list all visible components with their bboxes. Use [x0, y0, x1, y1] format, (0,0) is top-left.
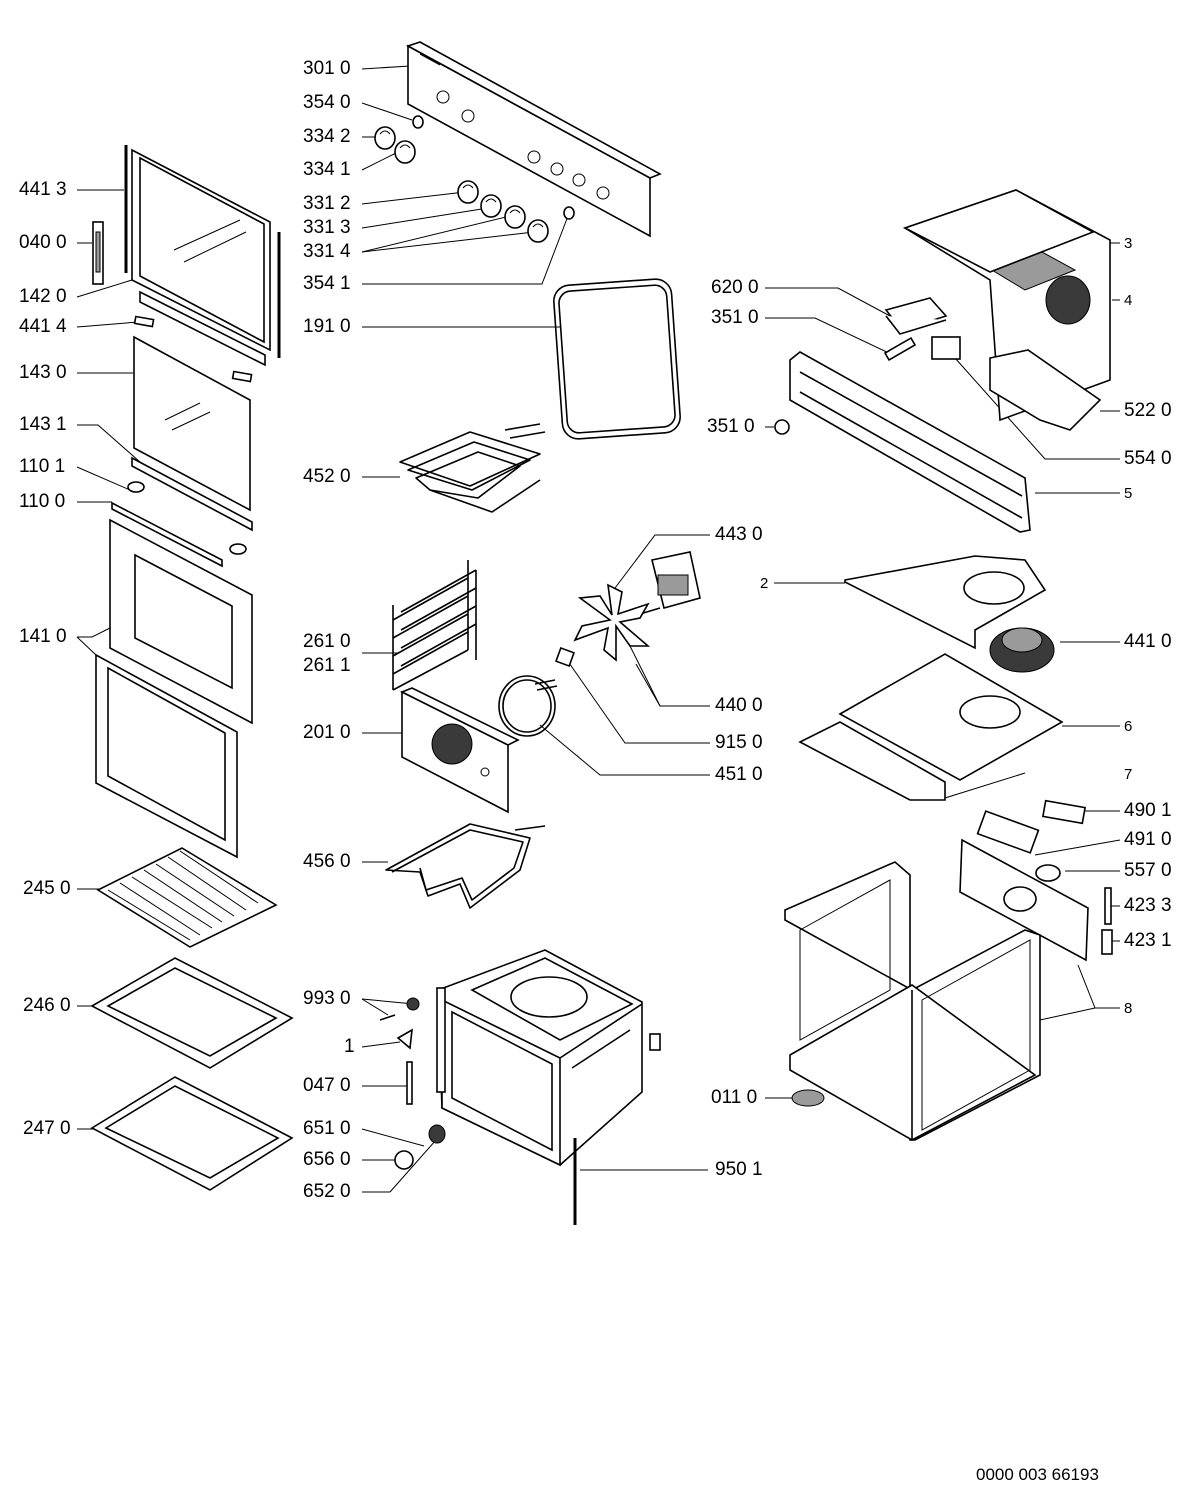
label-441-4: 441 4 [19, 316, 67, 337]
label-2: 2 [760, 575, 769, 592]
label-247-0: 247 0 [23, 1118, 71, 1139]
label-011-0: 011 0 [711, 1087, 758, 1108]
switch-parts [774, 297, 1102, 435]
control-knobs [374, 115, 575, 243]
label-6: 6 [1124, 718, 1133, 735]
label-441-3: 441 3 [19, 179, 67, 200]
outer-door [95, 518, 253, 859]
label-261-0: 261 0 [303, 631, 351, 652]
lamp-parts [379, 997, 446, 1170]
label-451-0: 451 0 [715, 764, 763, 785]
fan-assembly [555, 551, 701, 667]
label-522-0: 522 0 [1124, 400, 1172, 421]
label-651-0: 651 0 [303, 1118, 351, 1139]
grill-element [399, 423, 546, 513]
label-456-0: 456 0 [303, 851, 351, 872]
label-191-0: 191 0 [303, 316, 351, 337]
bottom-element [385, 823, 546, 909]
label-110-1: 110 1 [19, 456, 66, 477]
label-423-3: 423 3 [1124, 895, 1172, 916]
label-993-0: 993 0 [303, 988, 351, 1009]
label-490-1: 490 1 [1124, 800, 1172, 821]
label-354-0: 354 0 [303, 92, 351, 113]
label-652-0: 652 0 [303, 1181, 351, 1202]
label-423-1: 423 1 [1124, 930, 1172, 951]
label-5: 5 [1124, 485, 1133, 502]
top-plates [798, 555, 1064, 801]
label-554-0: 554 0 [1124, 448, 1172, 469]
label-3: 3 [1124, 235, 1133, 252]
label-142-0: 142 0 [19, 286, 67, 307]
label-143-1: 143 1 [19, 414, 67, 435]
label-443-0: 443 0 [715, 524, 763, 545]
label-201-0: 201 0 [303, 722, 351, 743]
door-seal [553, 278, 681, 440]
label-915-0: 915 0 [715, 732, 763, 753]
oven-chassis [784, 861, 1041, 1141]
label-246-0: 246 0 [23, 995, 71, 1016]
label-301-0: 301 0 [303, 58, 351, 79]
label-331-4: 331 4 [303, 241, 351, 262]
oven-racks [96, 847, 278, 948]
label-143-0: 143 0 [19, 362, 67, 383]
door-glass [111, 335, 253, 568]
label-557-0: 557 0 [1124, 860, 1172, 881]
label-354-1: 354 1 [303, 273, 351, 294]
door-hinge [92, 221, 104, 285]
label-110-0: 110 0 [19, 491, 66, 512]
terminal-parts [959, 799, 1113, 962]
label-334-2: 334 2 [303, 126, 351, 147]
oven-cavity [436, 949, 661, 1225]
label-351-0-a: 351 0 [711, 307, 759, 328]
label-7: 7 [1124, 766, 1133, 783]
label-8: 8 [1124, 1000, 1133, 1017]
front-frame [789, 351, 1031, 533]
fan-cover [400, 687, 520, 814]
label-261-1: 261 1 [303, 655, 351, 676]
shelf-supports [392, 560, 477, 691]
baking-trays [90, 957, 294, 1191]
label-331-3: 331 3 [303, 217, 351, 238]
label-1: 1 [344, 1036, 355, 1057]
label-351-0-b: 351 0 [707, 416, 755, 437]
top-housing [902, 189, 1111, 422]
label-047-0: 047 0 [303, 1075, 351, 1096]
label-4: 4 [1124, 292, 1133, 309]
door-inner-frame [124, 145, 281, 358]
control-panel [406, 41, 662, 238]
label-491-0: 491 0 [1124, 829, 1172, 850]
door-strips [133, 290, 266, 383]
label-141-0: 141 0 [19, 626, 67, 647]
label-331-2: 331 2 [303, 193, 351, 214]
label-441-0: 441 0 [1124, 631, 1172, 652]
label-620-0: 620 0 [711, 277, 759, 298]
label-452-0: 452 0 [303, 466, 351, 487]
document-number: 0000 003 66193 [976, 1465, 1099, 1484]
label-950-1: 950 1 [715, 1159, 763, 1180]
label-440-0: 440 0 [715, 695, 763, 716]
label-245-0: 245 0 [23, 878, 71, 899]
label-656-0: 656 0 [303, 1149, 351, 1170]
label-040-0: 040 0 [19, 232, 67, 253]
circular-element [498, 675, 558, 737]
label-334-1: 334 1 [303, 159, 351, 180]
leader-lines [76, 65, 1121, 1193]
